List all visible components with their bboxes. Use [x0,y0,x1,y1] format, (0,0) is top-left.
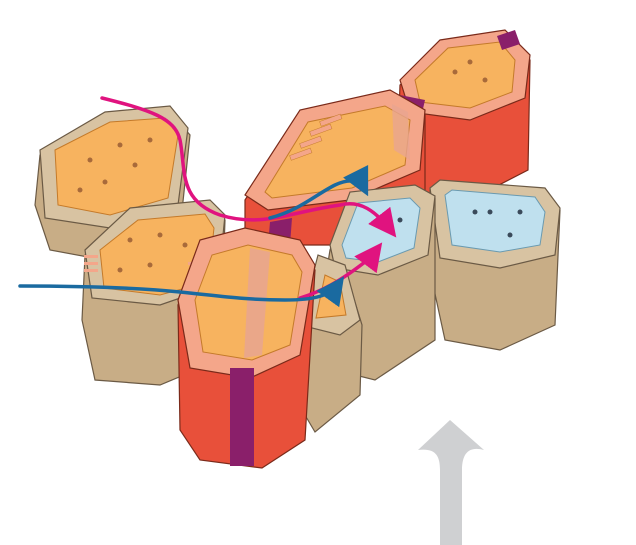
endodermis-cell [178,228,315,468]
casparian-strip [230,368,254,466]
pericycle-cell [430,180,560,350]
upward-flow-arrow [418,420,484,545]
